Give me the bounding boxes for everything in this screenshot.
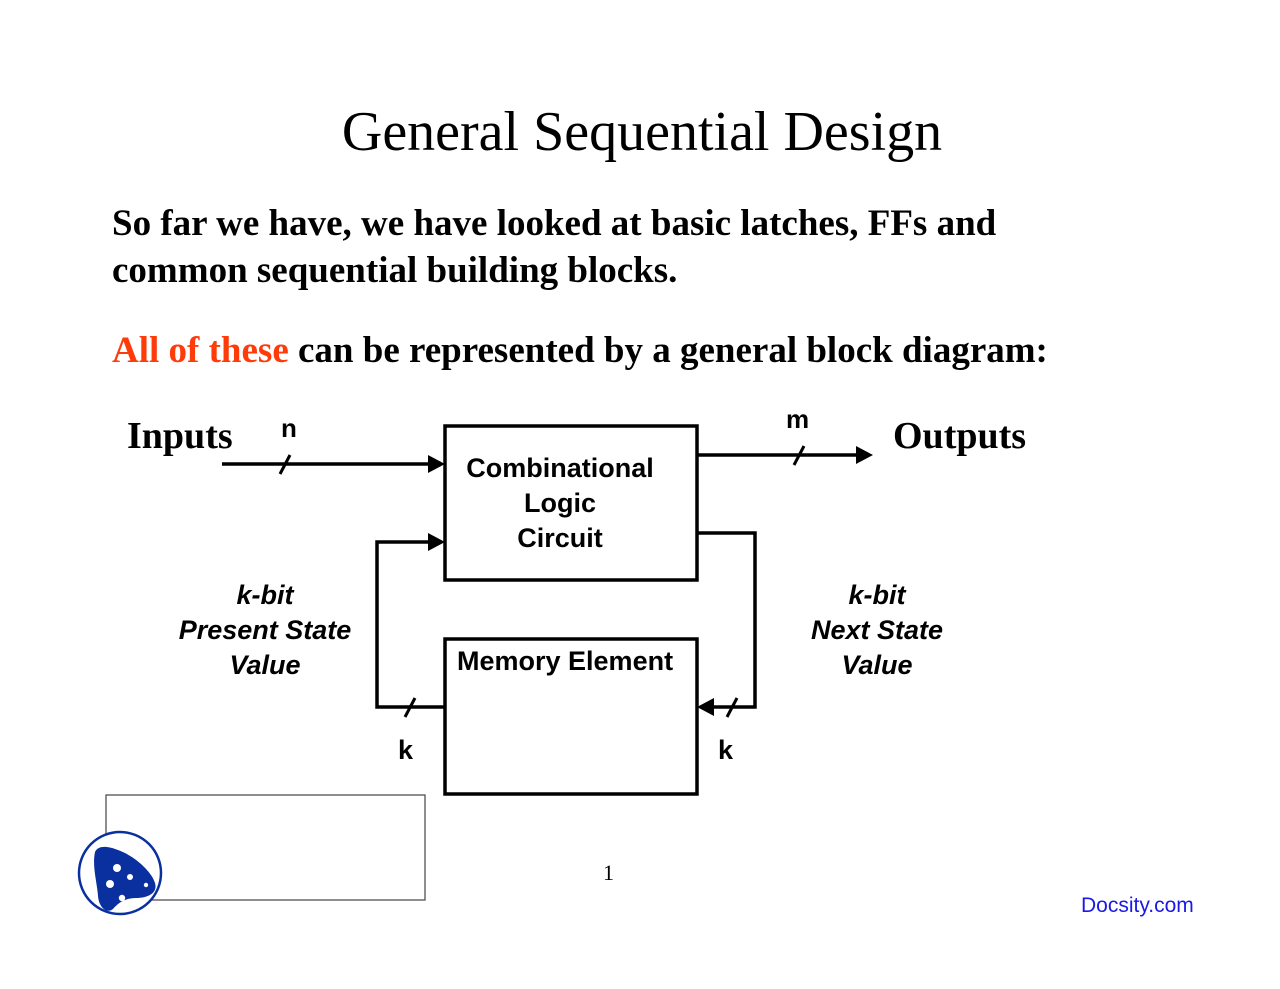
output-arrowhead — [856, 446, 873, 464]
present-state-line — [375, 540, 445, 709]
input-width-label: n — [281, 413, 297, 443]
paragraph-1-line-2: common sequential building blocks. — [112, 250, 678, 291]
next-state-label: k-bit Next State Value — [762, 578, 992, 683]
present-state-line-1: k-bit — [236, 580, 294, 610]
output-width-label: m — [786, 404, 810, 434]
slide-title: General Sequential Design — [341, 101, 943, 163]
docsity-watermark-link[interactable]: Docsity.com — [1081, 894, 1194, 917]
present-state-label: k-bit Present State Value — [150, 578, 380, 683]
inputs-label: Inputs — [127, 415, 233, 457]
input-bus-slash — [278, 454, 292, 475]
input-arrowhead — [428, 455, 445, 473]
next-state-line-2: Next State — [810, 615, 944, 645]
memory-element-label: Memory Element — [457, 646, 674, 676]
highlight-text: All of these — [112, 330, 289, 371]
memory-element-box — [443, 637, 699, 796]
paragraph-2-rest: can be represented by a general block di… — [288, 330, 1048, 371]
paragraph-2: All of these can be represented by a gen… — [112, 327, 1048, 374]
comb-line-2: Logic — [524, 488, 596, 518]
present-state-bus-slash — [403, 697, 417, 718]
next-state-bus-slash — [725, 697, 739, 718]
comb-line-3: Circuit — [517, 523, 603, 553]
combinational-logic-label: Combinational Logic Circuit — [445, 451, 675, 556]
paragraph-1-line-1: So far we have, we have looked at basic … — [112, 203, 997, 244]
docsity-logo-icon — [77, 830, 163, 916]
present-state-line-3: Value — [229, 650, 301, 680]
page-number: 1 — [603, 860, 614, 885]
present-state-arrowhead — [428, 533, 445, 551]
next-state-arrowhead — [697, 698, 714, 716]
present-state-line-2: Present State — [178, 615, 352, 645]
combinational-logic-box — [443, 424, 699, 582]
output-bus-slash — [792, 445, 806, 466]
outputs-label: Outputs — [893, 415, 1027, 457]
left-bus-width-label: k — [398, 735, 414, 765]
next-state-line-1: k-bit — [848, 580, 906, 610]
comb-line-1: Combinational — [466, 453, 654, 483]
right-bus-width-label: k — [718, 735, 734, 765]
next-state-line-3: Value — [841, 650, 913, 680]
next-state-line — [697, 531, 757, 709]
